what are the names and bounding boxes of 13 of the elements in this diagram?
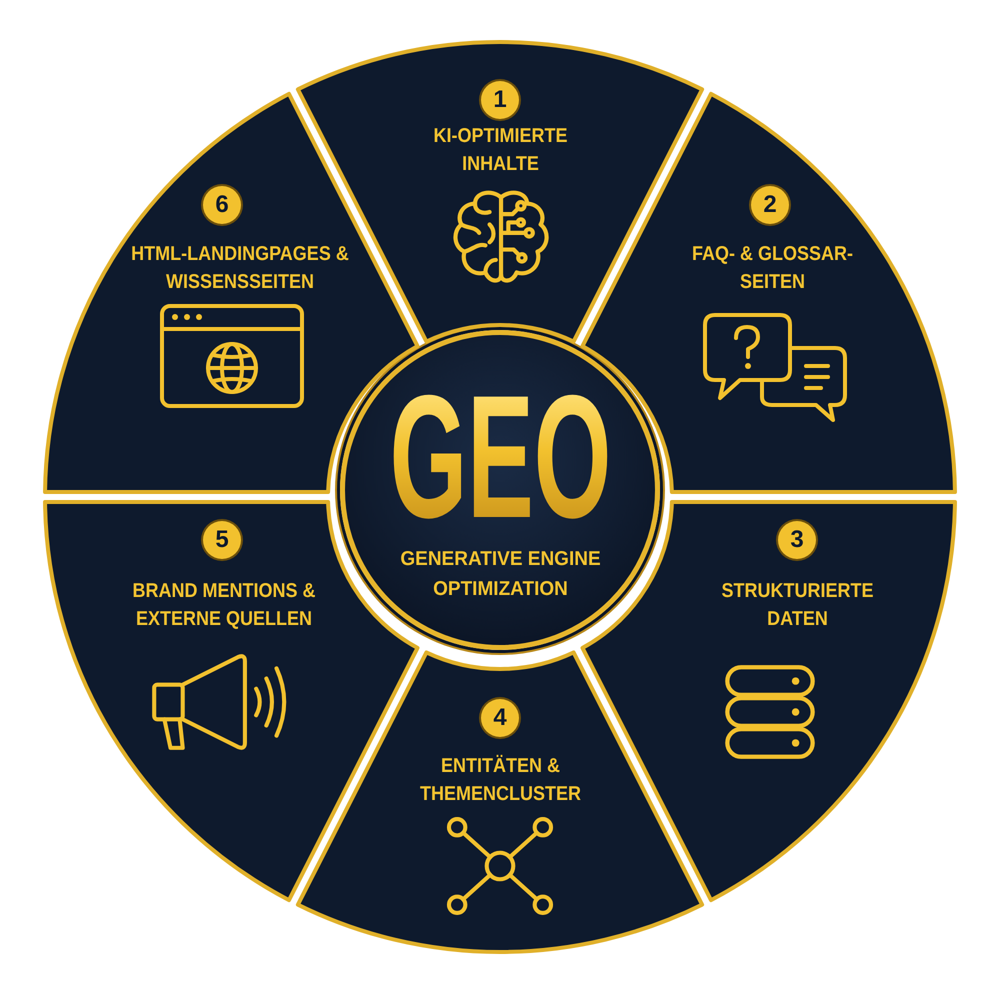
number-badge: 2 [751,186,789,224]
number-badge: 4 [481,699,519,737]
segment-title: BRAND MENTIONS & EXTERNE QUELLEN [132,579,316,632]
number-badge: 3 [778,521,816,559]
segment-title: KI-OPTIMIERTE INHALTE [432,124,568,177]
number-badge: 5 [203,521,241,559]
number-badge: 1 [481,81,519,119]
segment-title: FAQ- & GLOSSAR-SEITEN [690,242,854,295]
number-badge: 6 [203,186,241,224]
segment-title: HTML-LANDINGPAGES & WISSENSSEITEN [130,242,350,295]
segment-title: STRUKTURIERTE DATEN [720,579,874,632]
segment-title: ENTITÄTEN & THEMENCLUSTER [418,754,582,807]
subtitle-text: GENERATIVE ENGINE OPTIMIZATION [398,547,602,602]
